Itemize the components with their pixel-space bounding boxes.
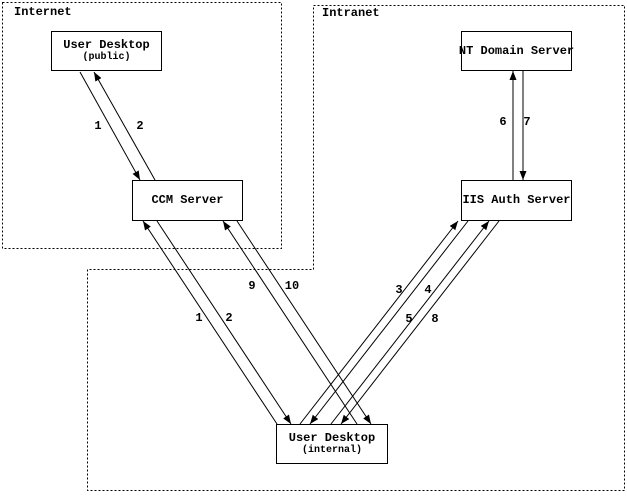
step-label-5: 5 — [405, 312, 413, 326]
step-label-6: 6 — [499, 115, 507, 129]
internet-region-border — [2, 2, 282, 249]
node-user-desktop-internal-sublabel: (internal) — [301, 445, 362, 456]
arrow-step-10 — [236, 220, 372, 425]
node-user-desktop-internal-label: User Desktop — [288, 431, 376, 445]
arrow-step-9 — [222, 220, 358, 425]
arrow-step-3 — [299, 220, 459, 425]
arrow-step-2-internal — [156, 220, 292, 425]
arrow-step-2-public — [93, 71, 156, 181]
arrow-step-4 — [309, 220, 469, 425]
step-label-1-public: 1 — [94, 119, 102, 133]
node-iis-auth-server-label: IIS Auth Server — [462, 193, 571, 207]
step-label-10: 10 — [284, 279, 300, 293]
node-user-desktop-public-label: User Desktop — [63, 38, 150, 52]
arrow-step-8 — [340, 220, 500, 425]
node-user-desktop-public-sublabel: (public) — [82, 52, 131, 63]
node-iis-auth-server: IIS Auth Server — [461, 180, 572, 221]
node-ccm-server-label: CCM Server — [151, 193, 224, 207]
step-label-7: 7 — [523, 115, 531, 129]
intranet-region-border — [87, 5, 625, 491]
step-label-2-internal: 2 — [225, 311, 233, 325]
step-label-8: 8 — [431, 312, 439, 326]
step-label-3: 3 — [395, 283, 403, 297]
arrow-step-1-internal — [142, 220, 278, 425]
node-nt-domain-server: NT Domain Server — [458, 31, 575, 71]
internet-region-label: Internet — [13, 5, 73, 19]
node-ccm-server: CCM Server — [132, 180, 243, 221]
node-user-desktop-public: User Desktop (public) — [51, 31, 162, 71]
step-label-4: 4 — [424, 283, 432, 297]
step-label-1-internal: 1 — [195, 311, 203, 325]
node-nt-domain-server-label: NT Domain Server — [458, 43, 575, 58]
node-user-desktop-internal: User Desktop (internal) — [276, 424, 388, 464]
arrow-step-5 — [330, 220, 490, 425]
step-label-9: 9 — [248, 279, 256, 293]
arrow-step-1-public — [79, 71, 141, 181]
intranet-region-label: Intranet — [321, 6, 381, 20]
step-label-2-public: 2 — [136, 119, 144, 133]
